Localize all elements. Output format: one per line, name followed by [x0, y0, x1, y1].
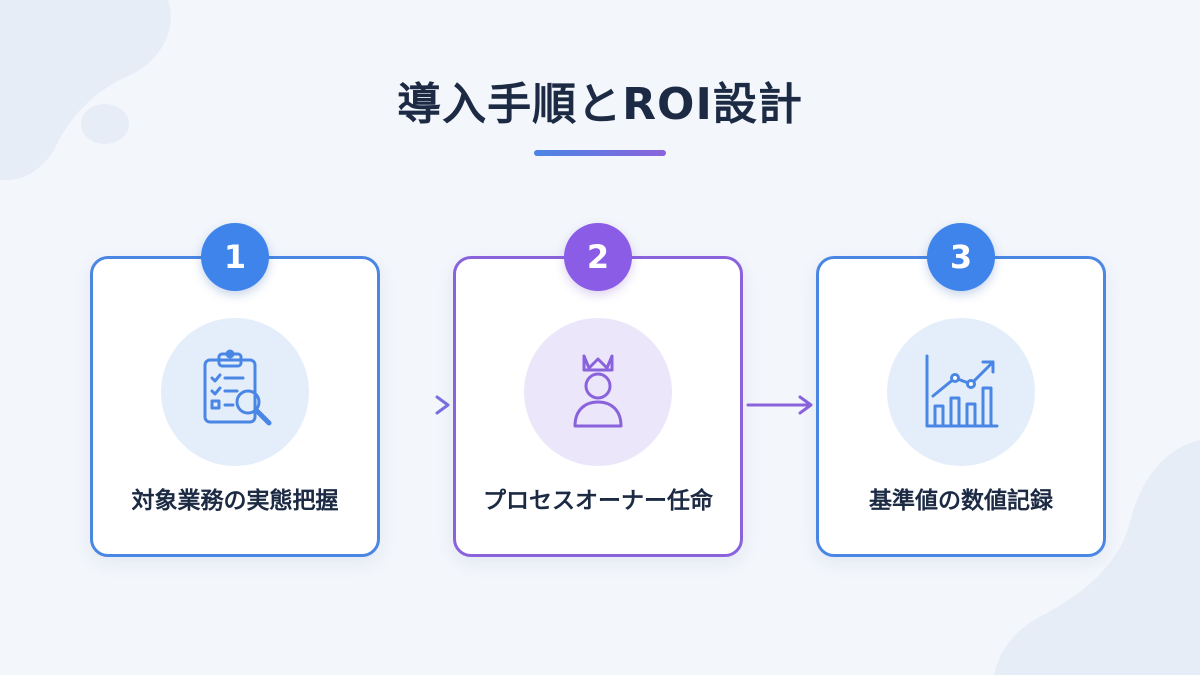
step-label-1: 対象業務の実態把握: [131, 488, 339, 514]
page-title: 導入手順とROI設計: [397, 79, 803, 130]
step-label-2: プロセスオーナー任命: [483, 488, 713, 514]
step-icon-circle-3: [887, 318, 1035, 466]
step-card-2: 2 プロセスオーナー任命: [453, 223, 743, 557]
step-card-1: 1 対象業務の実態把握: [90, 223, 380, 557]
bar-chart-trend-icon: [925, 354, 999, 428]
step-arrow-2-to-3: [746, 395, 813, 415]
step-icon-circle-2: [524, 318, 672, 466]
step-number-badge-3: 3: [927, 223, 995, 291]
crowned-person-icon: [573, 354, 623, 428]
step-label-3: 基準値の数値記録: [869, 488, 1053, 514]
title-underline: [534, 150, 666, 156]
step-number-badge-1: 1: [201, 223, 269, 291]
step-number-badge-2: 2: [564, 223, 632, 291]
step-card-3: 3 基準値の数値記録: [816, 223, 1106, 557]
step-icon-circle-1: [161, 318, 309, 466]
step-arrow-1-to-2: [383, 395, 450, 415]
clipboard-checklist-magnifier-icon: [203, 349, 272, 426]
